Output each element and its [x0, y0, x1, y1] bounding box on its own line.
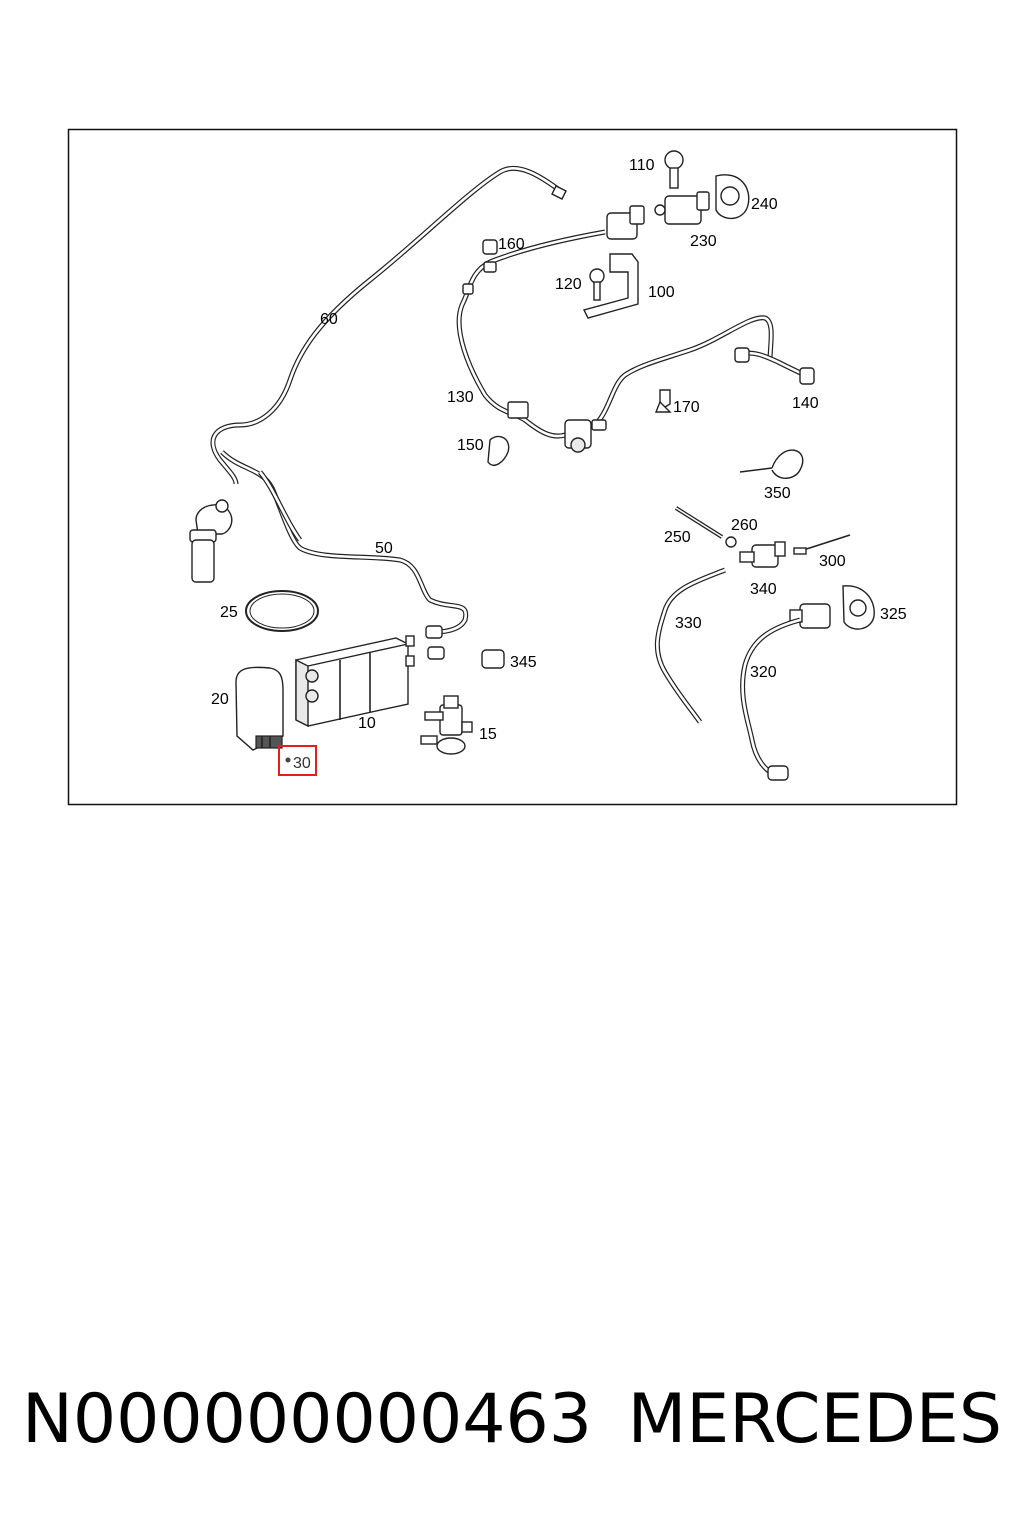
highlight-30: 30: [278, 745, 317, 776]
callout-330: 330: [675, 615, 702, 632]
hose-50: [220, 450, 469, 660]
callout-150: 150: [457, 437, 484, 454]
bracket-100: [582, 253, 639, 319]
callout-350: 350: [764, 485, 791, 502]
part-number: N000000000463: [22, 1380, 593, 1459]
callout-60: 60: [320, 311, 338, 328]
valve-320: [740, 603, 831, 781]
callout-320: 320: [750, 664, 777, 681]
o-ring-25: [245, 590, 319, 632]
part-20: [235, 666, 284, 751]
cable-tie-350: [739, 449, 804, 479]
callout-340: 340: [750, 581, 777, 598]
hose-330: [654, 567, 726, 724]
callout-240: 240: [751, 196, 778, 213]
valve-340: [739, 541, 786, 568]
hose-130: [456, 229, 806, 439]
callout-300: 300: [819, 553, 846, 570]
callout-120: 120: [555, 276, 582, 293]
callout-170: 170: [673, 399, 700, 416]
callout-15: 15: [479, 726, 497, 743]
callout-25: 25: [220, 604, 238, 621]
line-250: [674, 506, 724, 539]
callout-140: 140: [792, 395, 819, 412]
wire-300: [793, 534, 851, 555]
clamp-240: [715, 174, 750, 220]
callout-130: 130: [447, 389, 474, 406]
callout-20: 20: [211, 691, 229, 708]
callout-160: 160: [498, 236, 525, 253]
callout-30: 30: [293, 755, 311, 772]
clip-150: [487, 401, 529, 466]
callout-325: 325: [880, 606, 907, 623]
callout-230: 230: [690, 233, 717, 250]
callout-10: 10: [358, 715, 376, 732]
cap-160: [482, 239, 498, 255]
hose-60: [210, 165, 567, 485]
connector-260: [725, 536, 737, 548]
callout-345: 345: [510, 654, 537, 671]
clip-170: [654, 389, 672, 413]
brand-name: MERCEDES: [627, 1380, 1002, 1459]
filter-assembly: [189, 499, 233, 583]
diagram-frame: [67, 128, 958, 806]
cap-345: [481, 649, 505, 669]
connector-130-valve: [564, 419, 607, 453]
canister-10: [295, 635, 415, 728]
callout-260: 260: [731, 517, 758, 534]
connector-140: [734, 347, 815, 385]
bolt-120: [589, 268, 605, 301]
bolt-110: [664, 150, 684, 189]
fitting-15: [420, 695, 473, 755]
valve-230: [606, 191, 710, 240]
callout-250: 250: [664, 529, 691, 546]
callout-110: 110: [629, 157, 655, 174]
clamp-325: [842, 585, 875, 630]
footer: N000000000463 MERCEDES: [0, 1380, 1024, 1460]
callout-100: 100: [648, 284, 675, 301]
callout-50: 50: [375, 540, 393, 557]
